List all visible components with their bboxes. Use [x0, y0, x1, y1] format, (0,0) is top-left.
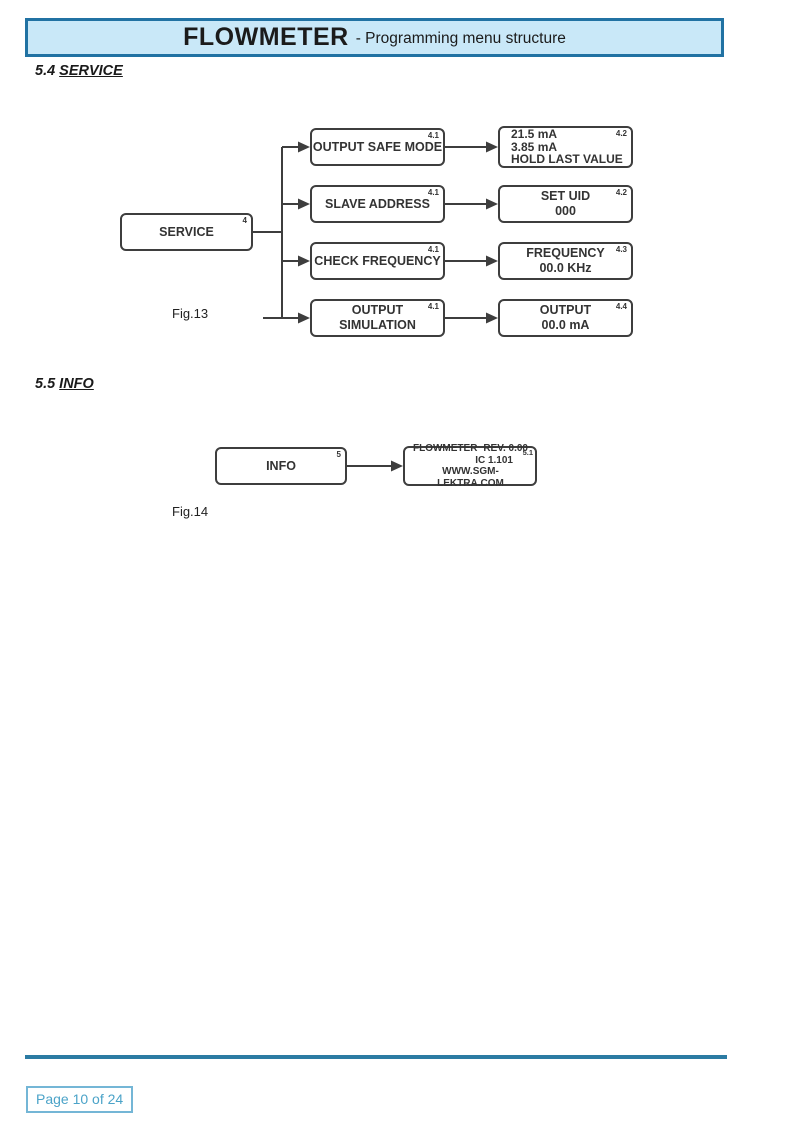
box-line: 21.5 mA — [511, 127, 558, 142]
diagram-box-safe-mode-options: 4.2 21.5 mA 3.85 mA HOLD LAST VALUE — [498, 126, 633, 168]
section-number: 5.4 — [35, 63, 56, 79]
box-line: OUTPUT — [539, 303, 592, 317]
box-ref: 4.1 — [427, 302, 439, 311]
box-label: OUTPUT SAFE MODE — [312, 139, 443, 154]
box-ref: 4.2 — [615, 188, 627, 197]
page-subtitle: - Programming menu structure — [355, 30, 566, 47]
box-line: 000 — [555, 204, 576, 218]
diagram-box-output-simulation: 4.1 OUTPUT SIMULATION — [310, 299, 445, 337]
section-title: SERVICE — [59, 63, 123, 79]
info-device-name: FLOWMETER — [413, 443, 478, 454]
diagram-box-service: 4 SERVICE — [120, 213, 253, 251]
box-ref: 4 — [242, 216, 247, 225]
box-line: 00.0 KHz — [539, 261, 592, 275]
diagram-box-info-details: 5.1 FLOWMETER REV. 0.00 IC 1.101 WWW.SGM… — [403, 443, 537, 489]
box-label: OUTPUT SIMULATION — [339, 303, 416, 332]
diagram-box-output-safe-mode: 4.1 OUTPUT SAFE MODE — [310, 128, 445, 166]
diagram-box-check-frequency: 4.1 CHECK FREQUENCY — [310, 242, 445, 280]
page-title: FLOWMETER — [183, 23, 349, 51]
box-label: CHECK FREQUENCY — [314, 253, 441, 268]
box-line: IC 1.101 — [475, 454, 513, 466]
diagram-box-frequency: 4.3 FREQUENCY 00.0 KHz — [498, 242, 633, 280]
section-title: INFO — [59, 376, 94, 392]
box-ref: 4.4 — [615, 302, 627, 311]
box-ref: 4.1 — [427, 245, 439, 254]
section-number: 5.5 — [35, 376, 56, 392]
box-line: WWW.SGM-LEKTRA.COM — [437, 466, 504, 489]
box-line: 00.0 mA — [541, 318, 590, 332]
diagram-box-output: 4.4 OUTPUT 00.0 mA — [498, 299, 633, 337]
diagram-box-set-uid: 4.2 SET UID 000 — [498, 185, 633, 223]
box-ref: 4.3 — [615, 245, 627, 254]
figure-caption-13: Fig.13 — [172, 306, 209, 321]
page-header-banner: FLOWMETER - Programming menu structure — [25, 18, 724, 57]
box-line: FREQUENCY — [526, 246, 605, 260]
footer-rule — [25, 1055, 727, 1059]
box-ref: 4.2 — [615, 129, 627, 138]
box-line: FLOWMETER REV. 0.00 — [413, 443, 528, 455]
box-line: HOLD LAST VALUE — [511, 152, 623, 167]
box-label: SERVICE — [159, 224, 214, 239]
box-ref: 4.1 — [427, 131, 439, 140]
box-line: 3.85 mA — [511, 139, 558, 154]
box-line: SET UID — [540, 189, 591, 203]
info-revision: REV. 0.00 — [483, 443, 528, 454]
diagram-box-slave-address: 4.1 SLAVE ADDRESS — [310, 185, 445, 223]
box-ref: 5 — [336, 450, 341, 459]
box-label: INFO — [266, 458, 296, 473]
page-number-badge: Page 10 of 24 — [26, 1086, 134, 1113]
box-label: SLAVE ADDRESS — [325, 196, 430, 211]
box-ref: 4.1 — [427, 188, 439, 197]
figure-caption-14: Fig.14 — [172, 504, 209, 519]
box-ref: 5.1 — [522, 448, 533, 457]
diagram-box-info: 5 INFO — [215, 447, 347, 485]
